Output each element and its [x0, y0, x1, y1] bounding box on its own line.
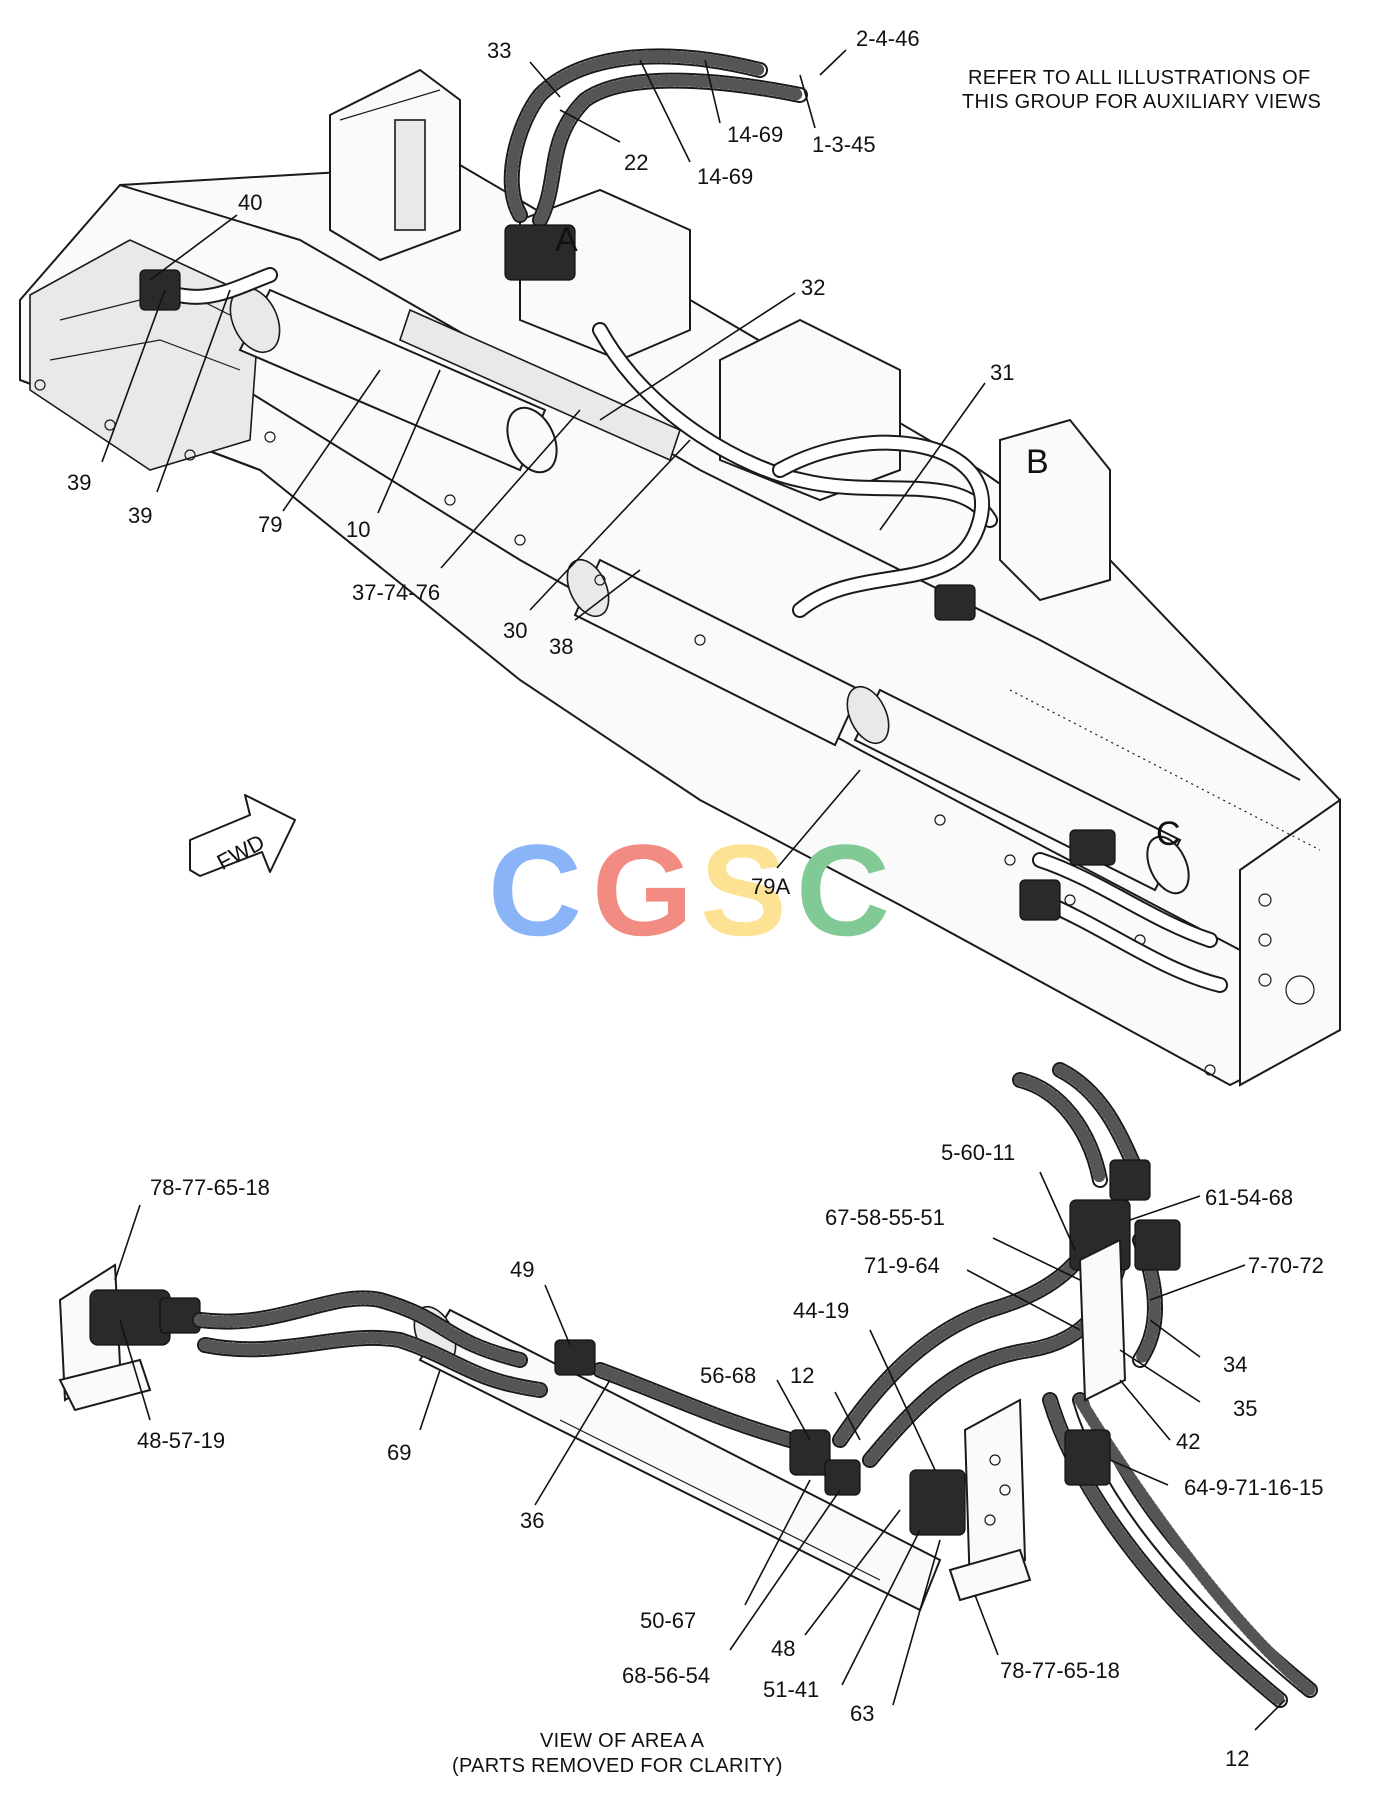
callout-35: 35 [1233, 1396, 1257, 1421]
watermark-letter-g: G [592, 817, 693, 963]
callout-33: 33 [487, 38, 511, 63]
callout-79a: 79A [751, 874, 790, 899]
callout-48: 48 [771, 1636, 795, 1661]
view-caption-line1: VIEW OF AREA A [540, 1730, 705, 1752]
refer-note-line1: REFER TO ALL ILLUSTRATIONS OF [968, 67, 1311, 89]
area-label-b: B [1026, 443, 1049, 481]
callout-79: 79 [258, 512, 282, 537]
callout-42: 42 [1176, 1429, 1200, 1454]
callout-68-56-54: 68-56-54 [622, 1663, 710, 1688]
callout-34: 34 [1223, 1352, 1247, 1377]
callout-56-68: 56-68 [700, 1363, 756, 1388]
watermark-letter-c1: C [488, 817, 582, 963]
callout-40: 40 [238, 190, 262, 215]
callout-39-b: 39 [128, 503, 152, 528]
callout-48-57-19: 48-57-19 [137, 1428, 225, 1453]
upper-callouts: 33 2-4-46 22 14-69 14-69 1-3-45 40 32 31… [67, 26, 1014, 899]
callout-39-a: 39 [67, 470, 91, 495]
callout-71-9-64: 71-9-64 [864, 1253, 940, 1278]
upper-frame-assembly [19, 68, 1341, 1087]
callout-44-19: 44-19 [793, 1298, 849, 1323]
callout-31: 31 [990, 360, 1014, 385]
cylinder-left [229, 287, 558, 474]
view-caption-line2: (PARTS REMOVED FOR CLARITY) [452, 1755, 783, 1777]
callout-64-9-71-16-15: 64-9-71-16-15 [1184, 1475, 1323, 1500]
callout-30: 30 [503, 618, 527, 643]
callout-14-69-a: 14-69 [697, 164, 753, 189]
callout-2-4-46: 2-4-46 [856, 26, 920, 51]
callout-67-58-55-51: 67-58-55-51 [825, 1205, 945, 1230]
callout-61-54-68: 61-54-68 [1205, 1185, 1293, 1210]
refer-note-line2: THIS GROUP FOR AUXILIARY VIEWS [962, 91, 1321, 113]
callout-22: 22 [624, 150, 648, 175]
lower-view-assembly [58, 1062, 1318, 1708]
watermark-logo: C G S C [488, 817, 890, 963]
callout-51-41: 51-41 [763, 1677, 819, 1702]
callout-69: 69 [387, 1440, 411, 1465]
watermark-letter-c2: C [796, 817, 890, 963]
area-label-a: A [555, 221, 578, 259]
callout-12-a: 12 [790, 1363, 814, 1388]
callout-37-74-76: 37-74-76 [352, 580, 440, 605]
upper-hoses [139, 48, 1228, 993]
forward-arrow-icon: FWD [189, 794, 296, 877]
callout-7-70-72: 7-70-72 [1248, 1253, 1324, 1278]
callout-50-67: 50-67 [640, 1608, 696, 1633]
callout-63: 63 [850, 1701, 874, 1726]
callout-14-69-b: 14-69 [727, 122, 783, 147]
callout-12-b: 12 [1225, 1746, 1249, 1771]
area-label-c: C [1156, 815, 1181, 853]
lower-callouts: 78-77-65-18 48-57-19 49 69 36 56-68 12 4… [137, 1140, 1324, 1771]
callout-49: 49 [510, 1257, 534, 1282]
fwd-label: FWD [213, 829, 269, 875]
callout-78-77-65-18-a: 78-77-65-18 [150, 1175, 270, 1200]
lower-leader-lines [114, 1171, 1286, 1731]
callout-5-60-11: 5-60-11 [941, 1140, 1015, 1165]
callout-1-3-45: 1-3-45 [812, 132, 876, 157]
upper-leader-lines [101, 49, 986, 869]
callout-78-77-65-18-b: 78-77-65-18 [1000, 1658, 1120, 1683]
callout-10: 10 [346, 517, 370, 542]
watermark-letter-s: S [700, 817, 787, 963]
callout-38: 38 [549, 634, 573, 659]
callout-36: 36 [520, 1508, 544, 1533]
callout-32: 32 [801, 275, 825, 300]
